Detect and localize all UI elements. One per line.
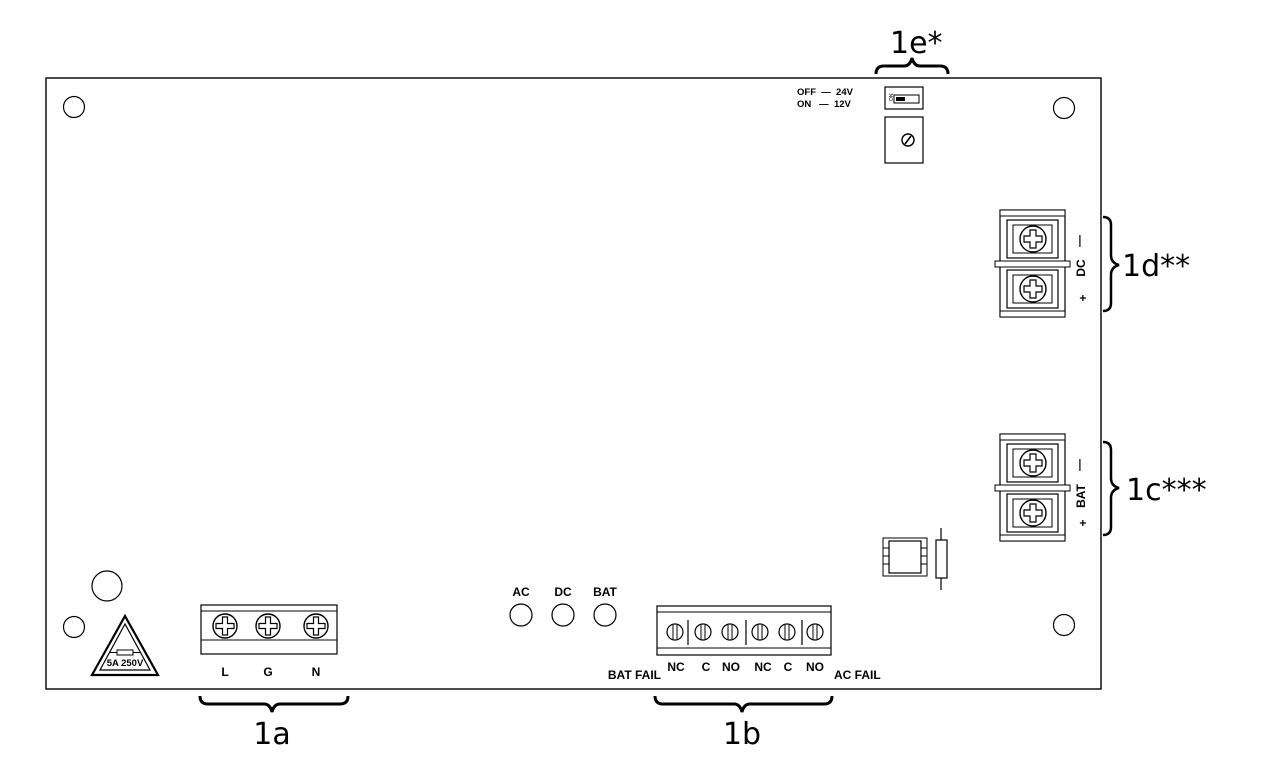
led-label-ac: AC	[512, 585, 530, 599]
large-mounting-hole	[91, 570, 123, 602]
relay-contact-label: C	[702, 660, 711, 674]
mounting-hole	[62, 95, 86, 119]
bat-minus-label: —	[1072, 459, 1086, 471]
relay-screw-icon[interactable]	[694, 623, 712, 641]
screw-icon[interactable]	[303, 613, 329, 639]
ac-terminal-label-l: L	[221, 665, 228, 679]
bat-name-label: BAT	[1074, 483, 1088, 507]
circuit-board	[45, 77, 1102, 690]
mounting-hole	[1052, 613, 1076, 637]
mounting-hole	[1052, 96, 1076, 120]
screw-icon[interactable]	[255, 613, 281, 639]
switch-on-label: ON — 12V	[797, 99, 852, 110]
led-ac-indicator	[509, 603, 533, 627]
screw-icon[interactable]	[1012, 498, 1053, 528]
dip-switch-slider[interactable]	[896, 97, 905, 101]
relay-terminal-block	[656, 605, 832, 656]
relay-screw-icon[interactable]	[806, 623, 824, 641]
ac-terminal-label-n: N	[312, 665, 321, 679]
relay-contact-label: C	[784, 660, 793, 674]
relay-screw-icon[interactable]	[751, 623, 769, 641]
resistor	[935, 528, 948, 590]
relay-contact-label: NC	[754, 660, 772, 674]
brace-1d	[1102, 215, 1120, 313]
relay-contact-label: NO	[722, 660, 740, 674]
led-label-bat: BAT	[593, 585, 617, 599]
screw-icon[interactable]	[1012, 448, 1053, 478]
switch-off-label: OFF — 24V	[797, 87, 854, 98]
bat-plus-label: +	[1076, 519, 1090, 526]
callout-1e: 1e*	[890, 26, 943, 61]
callout-1a: 1a	[253, 717, 290, 752]
brace-1a	[198, 695, 350, 713]
ac-fail-label: AC FAIL	[834, 668, 881, 682]
led-label-dc: DC	[554, 585, 572, 599]
relay-screw-icon[interactable]	[721, 623, 739, 641]
dip-switch-slider-track	[893, 94, 920, 104]
relay-screw-icon[interactable]	[778, 623, 796, 641]
relay-screw-icon[interactable]	[666, 623, 684, 641]
callout-1b: 1b	[723, 717, 761, 752]
screw-icon[interactable]	[212, 613, 238, 639]
callout-1c: 1c***	[1126, 473, 1207, 508]
dc-name-label: DC	[1074, 259, 1088, 277]
fuse-warning-icon	[90, 613, 160, 677]
dc-minus-label: —	[1072, 235, 1086, 247]
relay-contact-label: NO	[806, 660, 824, 674]
dc-plus-label: +	[1076, 294, 1090, 301]
led-bat-indicator	[593, 603, 617, 627]
potentiometer-slot	[904, 135, 912, 145]
bat-fail-label: BAT FAIL	[608, 668, 661, 682]
brace-1b	[653, 695, 834, 713]
brace-1c	[1102, 440, 1120, 537]
dip-switch-on-marker: ON	[889, 93, 895, 101]
screw-icon[interactable]	[1012, 274, 1053, 304]
led-dc-indicator	[551, 603, 575, 627]
fuse-rating-label: 5A 250V	[107, 658, 144, 669]
screw-icon[interactable]	[1012, 224, 1053, 254]
ac-terminal-label-g: G	[263, 665, 272, 679]
mounting-hole	[62, 615, 86, 639]
brace-1e	[874, 57, 950, 75]
callout-1d: 1d**	[1122, 249, 1190, 284]
relay-contact-label: NC	[667, 660, 685, 674]
ic-chip	[882, 537, 928, 577]
